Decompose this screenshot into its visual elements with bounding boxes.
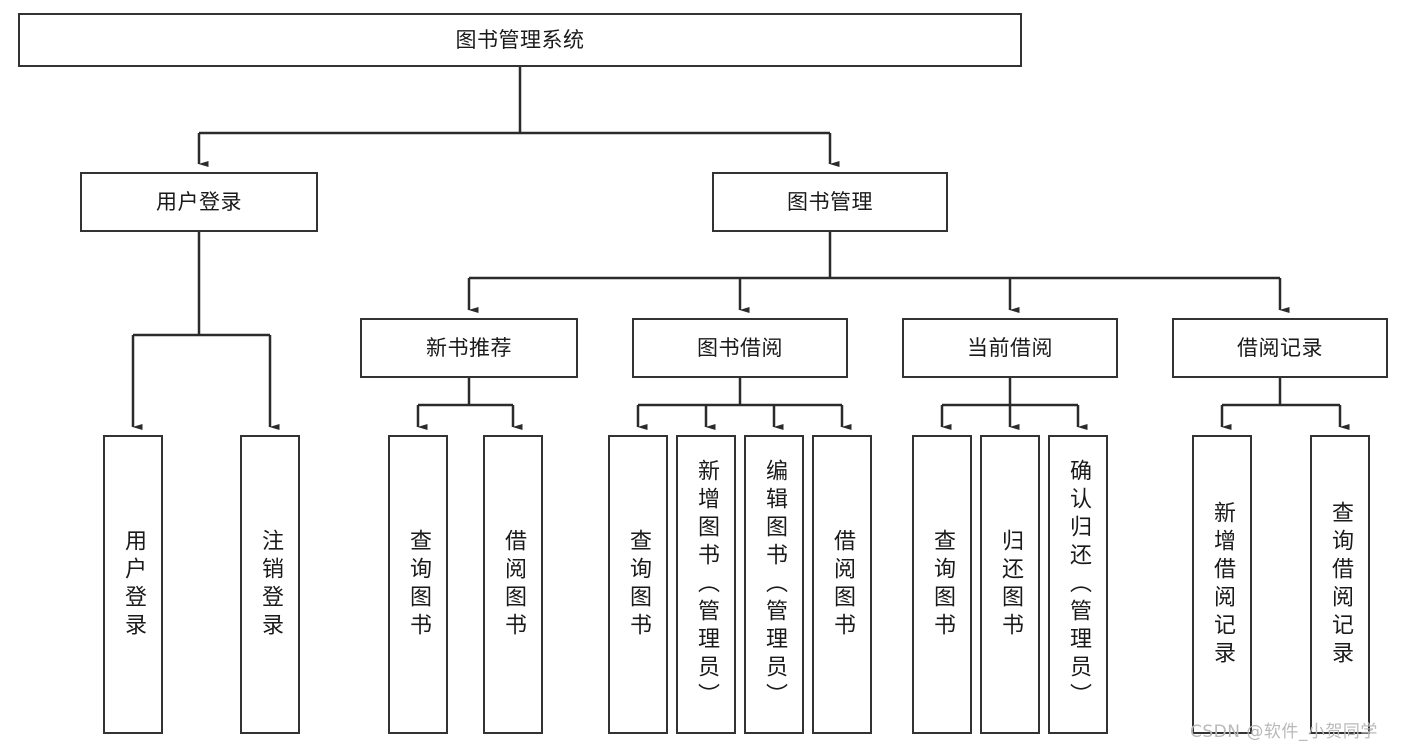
leaf-current-borrow-query-book[interactable]: 查询图书 <box>912 435 972 734</box>
leaf-borrow-record-add-record[interactable]: 新增借阅记录 <box>1192 435 1252 734</box>
node-new-book-recommendation[interactable]: 新书推荐 <box>360 318 578 378</box>
leaf-book-borrow-borrow-book[interactable]: 借阅图书 <box>812 435 872 734</box>
node-label: 借阅记录 <box>1237 335 1323 360</box>
watermark-text: CSDN @软件_小贺同学 <box>1190 722 1378 742</box>
node-label: 确认归还（管理员） <box>1066 458 1091 711</box>
node-user-login[interactable]: 用户登录 <box>80 172 318 232</box>
leaf-current-borrow-confirm-return-admin[interactable]: 确认归还（管理员） <box>1048 435 1108 734</box>
leaf-user-login-login[interactable]: 用户登录 <box>103 435 163 734</box>
node-book-management[interactable]: 图书管理 <box>712 172 948 232</box>
node-current-borrowing[interactable]: 当前借阅 <box>902 318 1118 378</box>
node-root-book-management-system[interactable]: 图书管理系统 <box>18 13 1022 67</box>
node-label: 图书管理系统 <box>455 27 585 52</box>
leaf-book-borrow-add-book-admin[interactable]: 新增图书（管理员） <box>676 435 736 734</box>
node-label: 用户登录 <box>156 189 242 214</box>
leaf-new-book-query-book[interactable]: 查询图书 <box>388 435 448 734</box>
node-borrowing-records[interactable]: 借阅记录 <box>1172 318 1388 378</box>
leaf-book-borrow-query-book[interactable]: 查询图书 <box>608 435 668 734</box>
leaf-user-login-logout[interactable]: 注销登录 <box>240 435 300 734</box>
node-label: 归还图书 <box>998 528 1023 641</box>
node-label: 借阅图书 <box>501 528 526 641</box>
node-label: 查询图书 <box>626 528 651 641</box>
node-label: 图书管理 <box>787 189 873 214</box>
node-label: 用户登录 <box>121 528 146 641</box>
leaf-new-book-borrow-book[interactable]: 借阅图书 <box>483 435 543 734</box>
node-label: 新增图书（管理员） <box>694 458 719 711</box>
node-label: 查询图书 <box>406 528 431 641</box>
node-label: 当前借阅 <box>967 335 1053 360</box>
node-label: 查询图书 <box>930 528 955 641</box>
leaf-borrow-record-query-record[interactable]: 查询借阅记录 <box>1310 435 1370 734</box>
node-label: 新书推荐 <box>426 335 512 360</box>
node-book-borrowing[interactable]: 图书借阅 <box>632 318 848 378</box>
node-label: 注销登录 <box>258 528 283 641</box>
leaf-current-borrow-return-book[interactable]: 归还图书 <box>980 435 1040 734</box>
node-label: 图书借阅 <box>697 335 783 360</box>
node-label: 借阅图书 <box>830 528 855 641</box>
leaf-book-borrow-edit-book-admin[interactable]: 编辑图书（管理员） <box>744 435 804 734</box>
node-label: 编辑图书（管理员） <box>762 458 787 711</box>
node-label: 查询借阅记录 <box>1328 500 1353 669</box>
node-label: 新增借阅记录 <box>1210 500 1235 669</box>
